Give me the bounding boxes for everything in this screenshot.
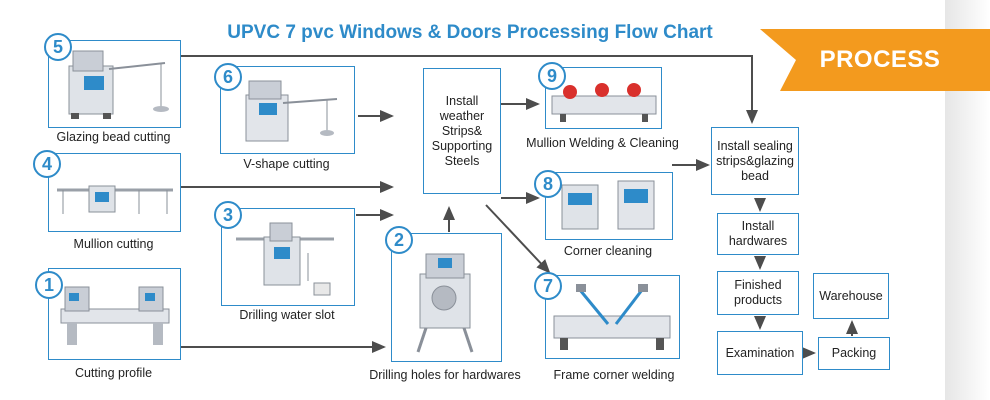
step-7-frame [545,275,680,359]
step-8-caption: Corner cleaning [563,244,653,258]
arrow-glazing-to-sealing [180,55,758,124]
step-7-caption: Frame corner welding [553,368,675,382]
step-4-frame [48,153,181,232]
drilling-holes-machine-image [416,253,474,353]
water-slot-drilling-machine-image [236,222,334,296]
glazing-bead-machine-image [68,50,169,119]
step-6-caption: V-shape cutting [243,157,330,171]
step-3-number: 3 [214,201,242,229]
step-9-caption: Mullion Welding & Cleaning [526,136,679,150]
step-8-frame [545,172,673,240]
step-3-frame [221,208,355,306]
step-5-caption: Glazing bead cutting [56,130,171,144]
step-2-number: 2 [385,226,413,254]
step-6-number: 6 [214,63,242,91]
step-2-frame [391,233,502,362]
process-badge: PROCESS [819,46,941,73]
step-3-caption: Drilling water slot [239,308,335,322]
cutting-profile-machine-image [60,286,170,345]
mullion-cutting-machine-image [57,185,173,214]
warehouse-box: Warehouse [813,273,889,319]
examination-box: Examination [717,331,803,375]
hardwares-box: Install hardwares [717,213,799,255]
v-shape-machine-image [245,80,338,142]
step-4-number: 4 [33,150,61,178]
step-9-number: 9 [538,62,566,90]
step-6-frame [220,66,355,154]
sealing-strips-box: Install sealing strips&glazing bead [711,127,799,195]
corner-cleaning-machine-image [561,180,655,230]
step-1-frame [48,268,181,360]
step-1-caption: Cutting profile [74,366,153,380]
step-5-frame [48,40,181,128]
frame-corner-welding-machine-image [553,284,671,350]
mullion-welding-machine-image [551,83,657,122]
chart-title: UPVC 7 pvc Windows & Doors Processing Fl… [227,22,713,43]
step-5-number: 5 [44,33,72,61]
process-ribbon [760,29,990,91]
finished-products-box: Finished products [717,271,799,315]
packing-box: Packing [818,337,890,370]
weather-strips-box: Install weather Strips& Supporting Steel… [423,68,501,194]
step-4-caption: Mullion cutting [73,237,154,251]
step-8-number: 8 [534,170,562,198]
step-1-number: 1 [35,271,63,299]
arrow-weather-to-frame-welding [485,204,551,274]
step-2-caption: Drilling holes for hardwares [369,368,521,382]
step-7-number: 7 [534,272,562,300]
